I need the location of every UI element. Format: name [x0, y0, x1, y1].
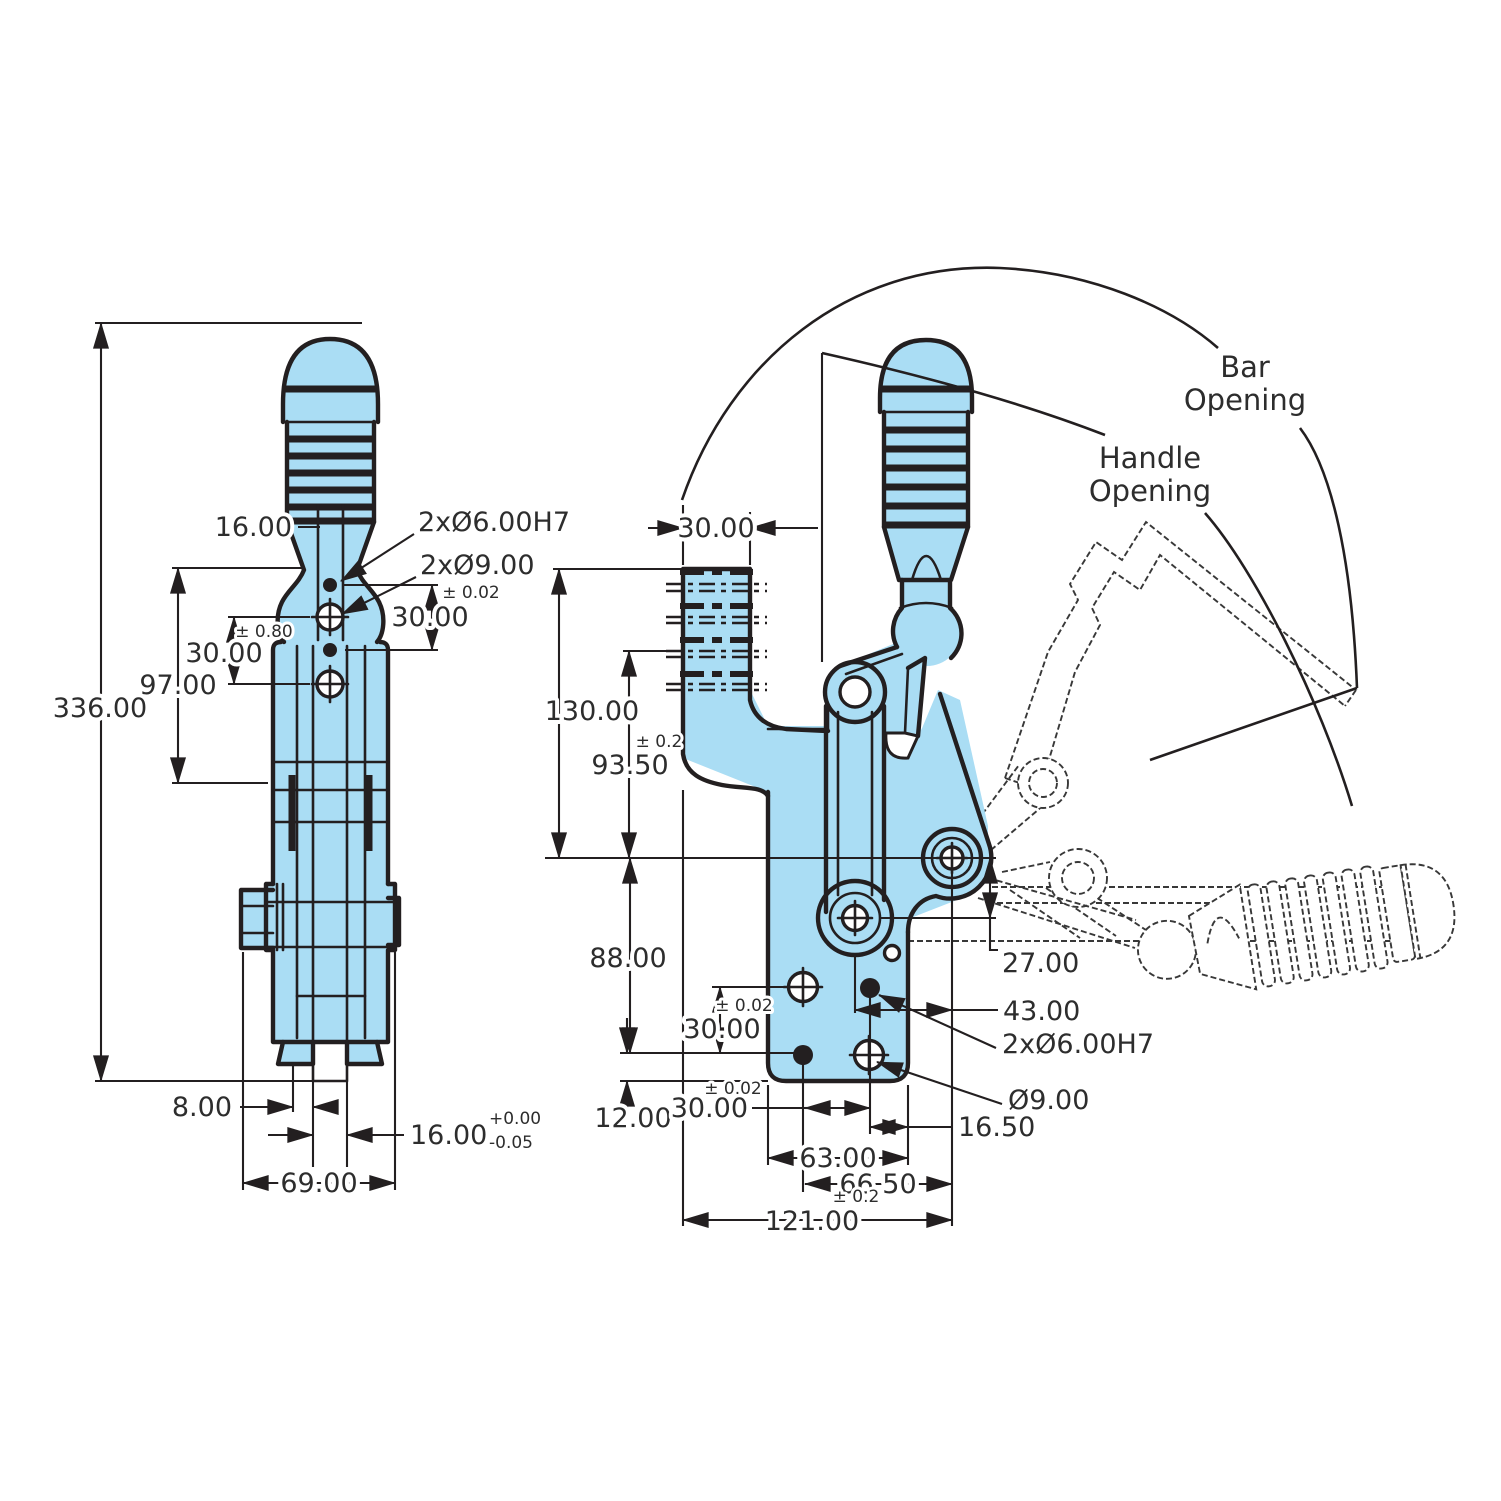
dim-base: 12.00 — [594, 1103, 671, 1134]
dim-rail-width: 30.00 — [677, 513, 754, 544]
dim-height-total: 130.00 — [545, 696, 639, 727]
linkage-open-phantom — [965, 757, 1137, 949]
opening-labels: Bar Opening Handle Opening — [1089, 350, 1306, 508]
dim-hole-pitch-v: 30.00 — [683, 1014, 760, 1045]
note-bolt-side: Ø9.00 — [1008, 1085, 1089, 1116]
note-bolt-front: 2xØ9.00 — [420, 550, 535, 581]
dim-mid-height: 97.00 — [139, 670, 216, 701]
shaft-holes — [310, 578, 350, 704]
tol-hole-pitch-v: ± 0.02 — [715, 996, 773, 1016]
dim-plate-width: 63.00 — [799, 1143, 876, 1174]
dim-hole-pitch-h: 30.00 — [671, 1093, 748, 1124]
bar-opening-label-line2: Opening — [1184, 383, 1306, 417]
tol-hole-pitch-h: ± 0.02 — [704, 1079, 762, 1099]
tol-slot-plus: +0.00 — [489, 1109, 541, 1129]
front-view-dimensions: 336.00 97.00 30.00 ± 0.80 16.00 2xØ6.00H… — [49, 321, 574, 1203]
tol-slot-minus: -0.05 — [489, 1133, 533, 1153]
dowel-holes — [793, 978, 880, 1065]
front-view-body — [238, 336, 402, 1083]
handle-open-phantom — [1137, 863, 1456, 991]
dim-shaft: 16.00 — [215, 512, 292, 543]
dim-hole-pitch-right: 30.00 — [391, 602, 468, 633]
tol-height-serration: ± 0.2 — [636, 732, 683, 752]
side-view-dimensions: 30.00 130.00 93.50 ± 0.2 88.00 30.00 ± 0… — [541, 505, 1158, 1241]
note-dowel-front: 2xØ6.00H7 — [418, 507, 570, 538]
dim-hole-pitch-left: 30.00 — [185, 638, 262, 669]
side-view-phantom-open-positions — [908, 520, 1456, 991]
opening-arcs — [680, 266, 1359, 807]
note-dowel-side: 2xØ6.00H7 — [1002, 1029, 1154, 1060]
dim-pivot-span: 66.50 — [839, 1169, 916, 1200]
handle-opening-label-line2: Opening — [1089, 474, 1211, 508]
dim-total-height: 336.00 — [53, 693, 147, 724]
tol-width-total: ± 0.2 — [833, 1187, 880, 1207]
side-view-body — [666, 337, 994, 1084]
dim-edge: 16.50 — [958, 1112, 1035, 1143]
dim-pivot-to-holes: 88.00 — [589, 943, 666, 974]
tol-hole-pitch-left: ± 0.80 — [235, 622, 293, 642]
serrated-rail — [666, 569, 767, 692]
tol-hole-pitch-right: ± 0.02 — [442, 583, 500, 603]
bar-opening-label-line1: Bar — [1220, 350, 1270, 384]
dim-width-total: 121.00 — [765, 1206, 859, 1237]
dim-height-serration: 93.50 — [591, 750, 668, 781]
handle-opening-label-line1: Handle — [1099, 441, 1201, 475]
dim-pivot-h: 43.00 — [1003, 996, 1080, 1027]
dim-width-front: 69.00 — [280, 1168, 357, 1199]
dim-slot: 16.00 — [410, 1120, 487, 1151]
dim-prong: 8.00 — [172, 1092, 232, 1123]
dim-pivot-v: 27.00 — [1002, 948, 1079, 979]
